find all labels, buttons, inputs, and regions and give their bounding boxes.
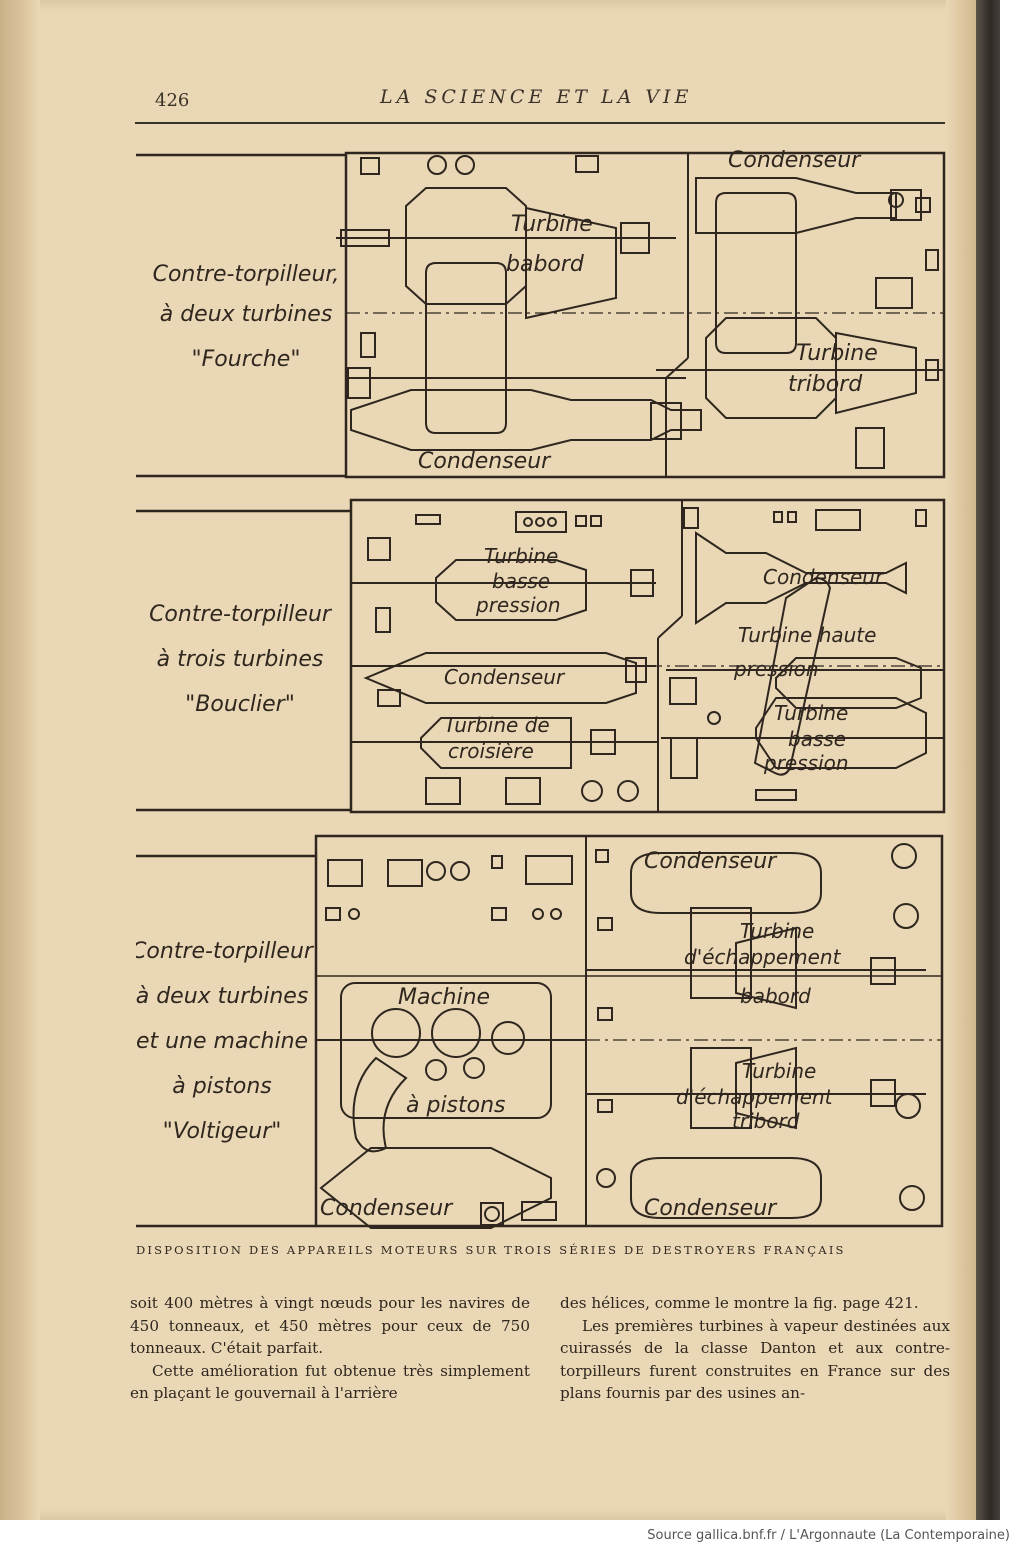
page-edge-right xyxy=(946,0,976,1520)
label-echappement: d'échappement xyxy=(684,945,842,969)
type-line: à pistons xyxy=(172,1074,272,1099)
label-pression: pression xyxy=(475,593,561,617)
page-header: 426 LA SCIENCE ET LA VIE xyxy=(135,86,945,118)
text-column-right: des hélices, comme le montre la fig. pag… xyxy=(560,1292,950,1405)
label-babord: babord xyxy=(740,984,811,1008)
paragraph: Cette amélioration fut obtenue très simp… xyxy=(130,1361,530,1403)
label-echappement: d'échappement xyxy=(676,1085,834,1109)
label-tribord: tribord xyxy=(732,1109,800,1133)
label-condenseur: Condenseur xyxy=(644,849,778,874)
paragraph: Les premières turbines à vapeur destinée… xyxy=(560,1316,950,1403)
running-title: LA SCIENCE ET LA VIE xyxy=(380,86,693,108)
page-number: 426 xyxy=(155,90,190,111)
type-line: à deux turbines xyxy=(160,302,333,327)
label-babord: babord xyxy=(506,252,585,277)
page-edge-left xyxy=(0,0,40,1520)
paragraph: des hélices, comme le montre la fig. pag… xyxy=(560,1294,919,1312)
label-basse: basse xyxy=(788,727,846,751)
type-line: à deux turbines xyxy=(136,984,308,1009)
label-condenseur: Condenseur xyxy=(763,565,885,589)
label-turbine: Turbine xyxy=(774,701,848,725)
label-condenseur: Condenseur xyxy=(644,1196,778,1221)
source-credit: Source gallica.bnf.fr / L'Argonnaute (La… xyxy=(647,1528,1010,1543)
label-turbine: Turbine xyxy=(740,919,814,943)
type-line: "Voltigeur" xyxy=(163,1119,282,1144)
paragraph: soit 400 mètres à vingt nœuds pour les n… xyxy=(130,1294,530,1357)
panel-fourche: Condenseur Turbine babord Turbine tribor… xyxy=(136,148,946,479)
label-turbine: Turbine xyxy=(796,341,878,366)
header-rule xyxy=(135,122,945,124)
book-binding xyxy=(976,0,1000,1520)
engine-diagram: Condenseur Turbine babord Turbine tribor… xyxy=(131,148,946,1229)
text-column-left: soit 400 mètres à vingt nœuds pour les n… xyxy=(130,1292,530,1405)
label-turbine: Turbine xyxy=(484,544,558,568)
figure-caption: DISPOSITION DES APPAREILS MOTEURS SUR TR… xyxy=(136,1243,846,1257)
engine-layout-figure: Condenseur Turbine babord Turbine tribor… xyxy=(131,138,946,1230)
type-line: "Fourche" xyxy=(192,347,301,372)
label-tribord: tribord xyxy=(788,372,863,397)
type-line: Contre-torpilleur xyxy=(136,939,315,964)
type-line: Contre-torpilleur, xyxy=(153,262,340,287)
type-line: et une machine xyxy=(136,1029,308,1054)
label-pression: pression xyxy=(763,751,849,775)
label-condenseur: Condenseur xyxy=(444,665,566,689)
type-line: à trois turbines xyxy=(157,647,324,672)
label-pression: pression xyxy=(733,657,819,681)
label-turbine-de: Turbine de xyxy=(444,713,550,737)
label-condenseur: Condenseur xyxy=(320,1196,454,1221)
label-turbine: Turbine xyxy=(742,1059,816,1083)
book-page: 426 LA SCIENCE ET LA VIE xyxy=(0,0,1000,1520)
panel-bouclier: Turbine basse pression Condenseur Turbin… xyxy=(136,498,946,814)
panel-voltigeur: Machine à pistons Condenseur Condenseur … xyxy=(136,834,944,1229)
type-labels: Contre-torpilleur, à deux turbines "Four… xyxy=(131,262,340,1144)
label-turbine-haute: Turbine haute xyxy=(738,623,876,647)
type-line: Contre-torpilleur xyxy=(149,602,333,627)
label-condenseur: Condenseur xyxy=(728,148,862,173)
label-croisiere: croisière xyxy=(448,739,534,763)
label-turbine: Turbine xyxy=(511,212,593,237)
type-line: "Bouclier" xyxy=(185,692,295,717)
label-machine: Machine xyxy=(398,985,490,1010)
label-basse: basse xyxy=(492,569,550,593)
label-a-pistons: à pistons xyxy=(406,1093,506,1118)
label-condenseur: Condenseur xyxy=(418,449,552,474)
